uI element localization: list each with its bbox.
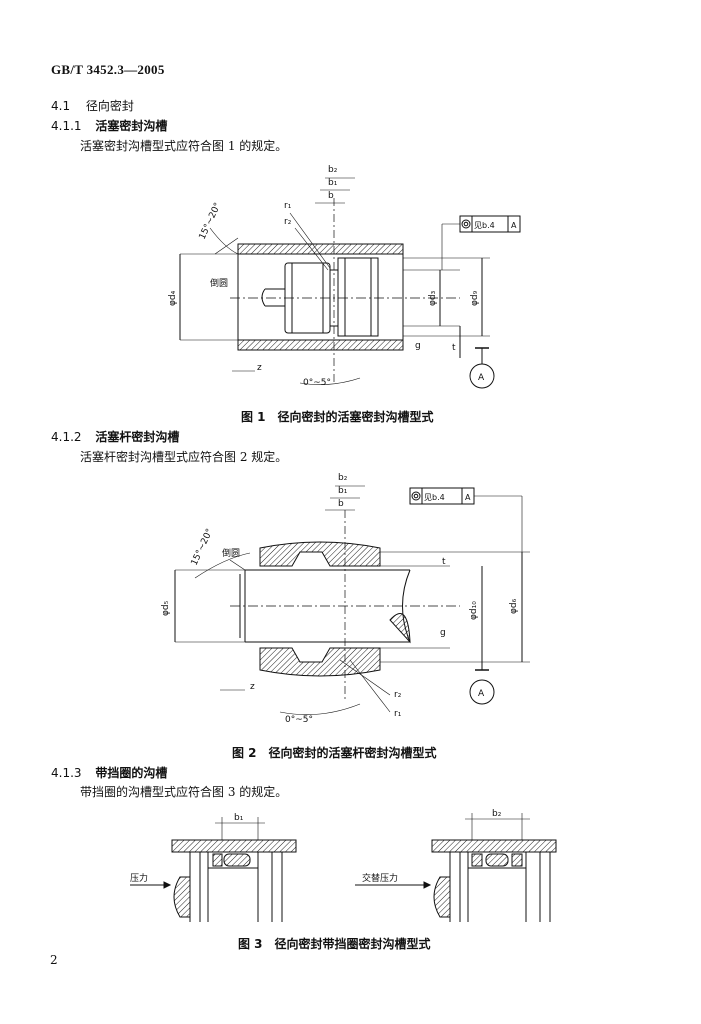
section-4-1-1: 4.1.1 活塞密封沟槽 xyxy=(51,117,167,134)
label-b: b xyxy=(338,499,344,509)
label-z: z xyxy=(250,682,255,692)
section-number: 4.1.1 xyxy=(51,119,82,133)
label-b1: b₁ xyxy=(234,813,244,823)
section-4-1-2: 4.1.2 活塞杆密封沟槽 xyxy=(51,428,179,445)
section-title: 活塞密封沟槽 xyxy=(95,119,168,133)
label-angle: 15°~20° xyxy=(198,201,224,241)
label-angle2: 0°~5° xyxy=(285,715,313,725)
figure-3-drawing: b₁ 压力 b₂ 交替压力 xyxy=(130,809,557,922)
figure-2-caption: 图 2 径向密封的活塞杆密封沟槽型式 xyxy=(232,746,437,760)
label-r2: r₂ xyxy=(394,690,402,700)
label-d9: φd₉ xyxy=(470,290,480,306)
label-d5: φd₅ xyxy=(161,600,171,616)
figure-1-caption: 图 1 径向密封的活塞密封沟槽型式 xyxy=(241,410,434,424)
label-d10: φd₁₀ xyxy=(469,601,479,620)
paragraph-4-1-2: 活塞杆密封沟槽型式应符合图 2 规定。 xyxy=(80,450,288,464)
label-g: g xyxy=(440,628,446,638)
label-b2: b₂ xyxy=(328,165,338,175)
label-pressure: 压力 xyxy=(130,872,148,884)
label-chamfer: 倒圆 xyxy=(222,547,240,559)
paragraph-4-1-3: 带挡圈的沟槽型式应符合图 3 的规定。 xyxy=(80,785,288,799)
label-b2: b₂ xyxy=(338,473,348,483)
label-b1: b₁ xyxy=(338,486,348,496)
section-title: 径向密封 xyxy=(85,99,134,113)
label-d4: φd₄ xyxy=(168,290,178,306)
section-4-1-3: 4.1.3 带挡圈的沟槽 xyxy=(51,764,167,781)
section-title: 活塞杆密封沟槽 xyxy=(95,430,180,444)
fcf-ref: 见b.4 xyxy=(424,493,445,502)
section-number: 4.1.2 xyxy=(51,430,82,444)
label-r1: r₁ xyxy=(394,709,402,719)
page-header: GB/T 3452.3—2005 xyxy=(51,62,165,77)
label-d6: φd₆ xyxy=(509,598,519,614)
datum-A: A xyxy=(478,373,485,383)
label-d3: φd₃ xyxy=(428,290,438,306)
section-number: 4.1.3 xyxy=(51,766,82,780)
fcf-datum: A xyxy=(465,493,471,502)
label-z: z xyxy=(257,363,262,373)
label-t: t xyxy=(452,343,456,353)
figure-2-drawing: b₂ b₁ b 15°~20° 倒圆 φd₅ φd₁₀ φd₆ t g r₂ r… xyxy=(161,473,530,725)
datum-A: A xyxy=(478,689,485,699)
label-angle2: 0°~5° xyxy=(303,378,331,388)
label-chamfer: 倒圆 xyxy=(210,277,228,289)
figure-1-drawing: b₂ b₁ b r₁ r₂ 15°~20° 倒圆 φd₄ φd₃ φd₉ g t… xyxy=(168,165,521,389)
paragraph-4-1-1: 活塞密封沟槽型式应符合图 1 的规定。 xyxy=(80,139,288,153)
label-alternating-pressure: 交替压力 xyxy=(362,872,398,884)
label-r2: r₂ xyxy=(284,217,292,227)
figure-3-caption: 图 3 径向密封带挡圈密封沟槽型式 xyxy=(238,937,431,951)
label-r1: r₁ xyxy=(284,201,292,211)
label-angle: 15°~20° xyxy=(190,527,216,567)
section-number: 4.1 xyxy=(51,99,71,113)
section-title: 带挡圈的沟槽 xyxy=(95,766,168,780)
label-g: g xyxy=(415,341,421,351)
fcf-datum: A xyxy=(511,221,517,230)
label-b: b xyxy=(328,191,334,201)
section-4-1: 4.1 径向密封 xyxy=(51,97,134,114)
fcf-ref: 见b.4 xyxy=(474,221,495,230)
label-t: t xyxy=(442,557,446,567)
label-b1: b₁ xyxy=(328,178,338,188)
label-b2: b₂ xyxy=(492,809,502,819)
page-number: 2 xyxy=(50,953,58,967)
